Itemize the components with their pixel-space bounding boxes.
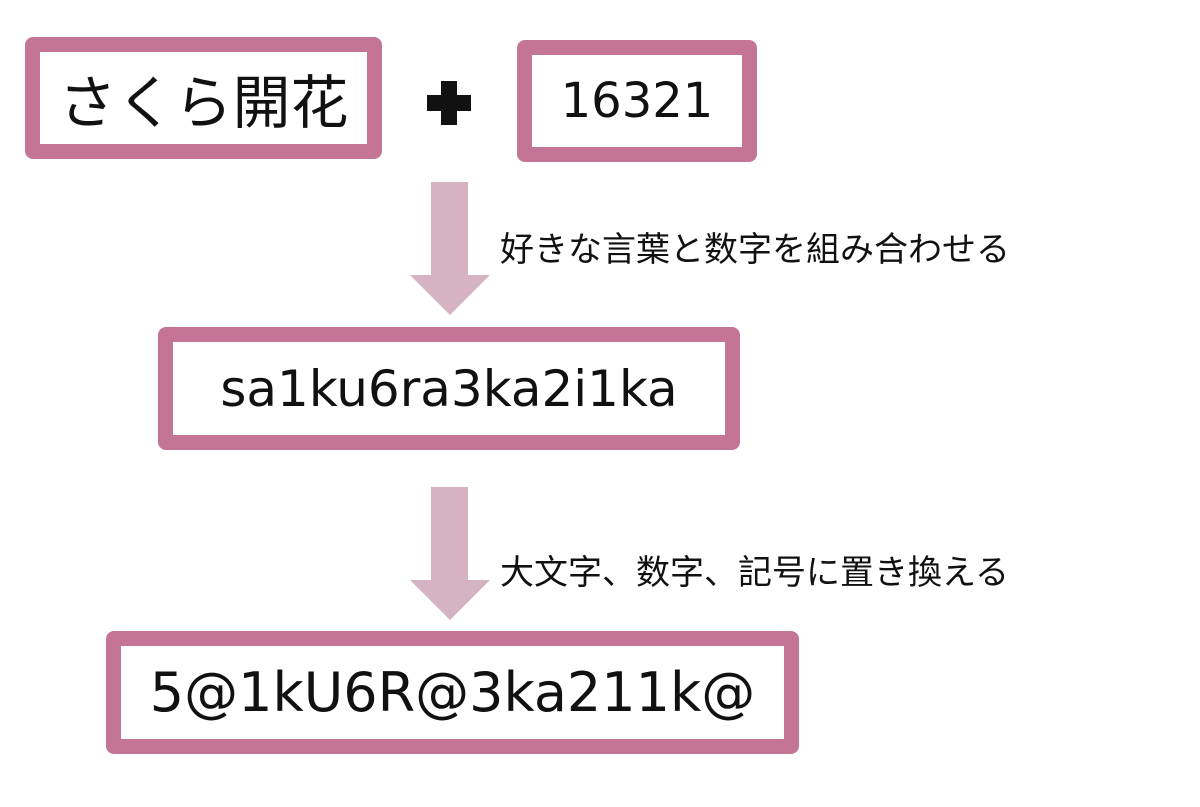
number-box: 16321 — [517, 40, 757, 162]
number-text: 16321 — [560, 73, 714, 129]
down-arrow-icon — [410, 487, 490, 620]
combined-text: sa1ku6ra3ka2i1ka — [220, 359, 678, 418]
plus-icon — [427, 81, 471, 125]
combined-box: sa1ku6ra3ka2i1ka — [158, 327, 740, 450]
step-2-instruction: 大文字、数字、記号に置き換える — [500, 553, 1009, 593]
word-text: さくら開花 — [58, 69, 349, 137]
down-arrow-icon — [410, 182, 490, 315]
final-password-box: 5@1kU6R@3ka211k@ — [106, 631, 799, 754]
word-box: さくら開花 — [25, 37, 382, 159]
step-1-instruction: 好きな言葉と数字を組み合わせる — [500, 230, 1010, 270]
final-password-text: 5@1kU6R@3ka211k@ — [149, 661, 756, 724]
